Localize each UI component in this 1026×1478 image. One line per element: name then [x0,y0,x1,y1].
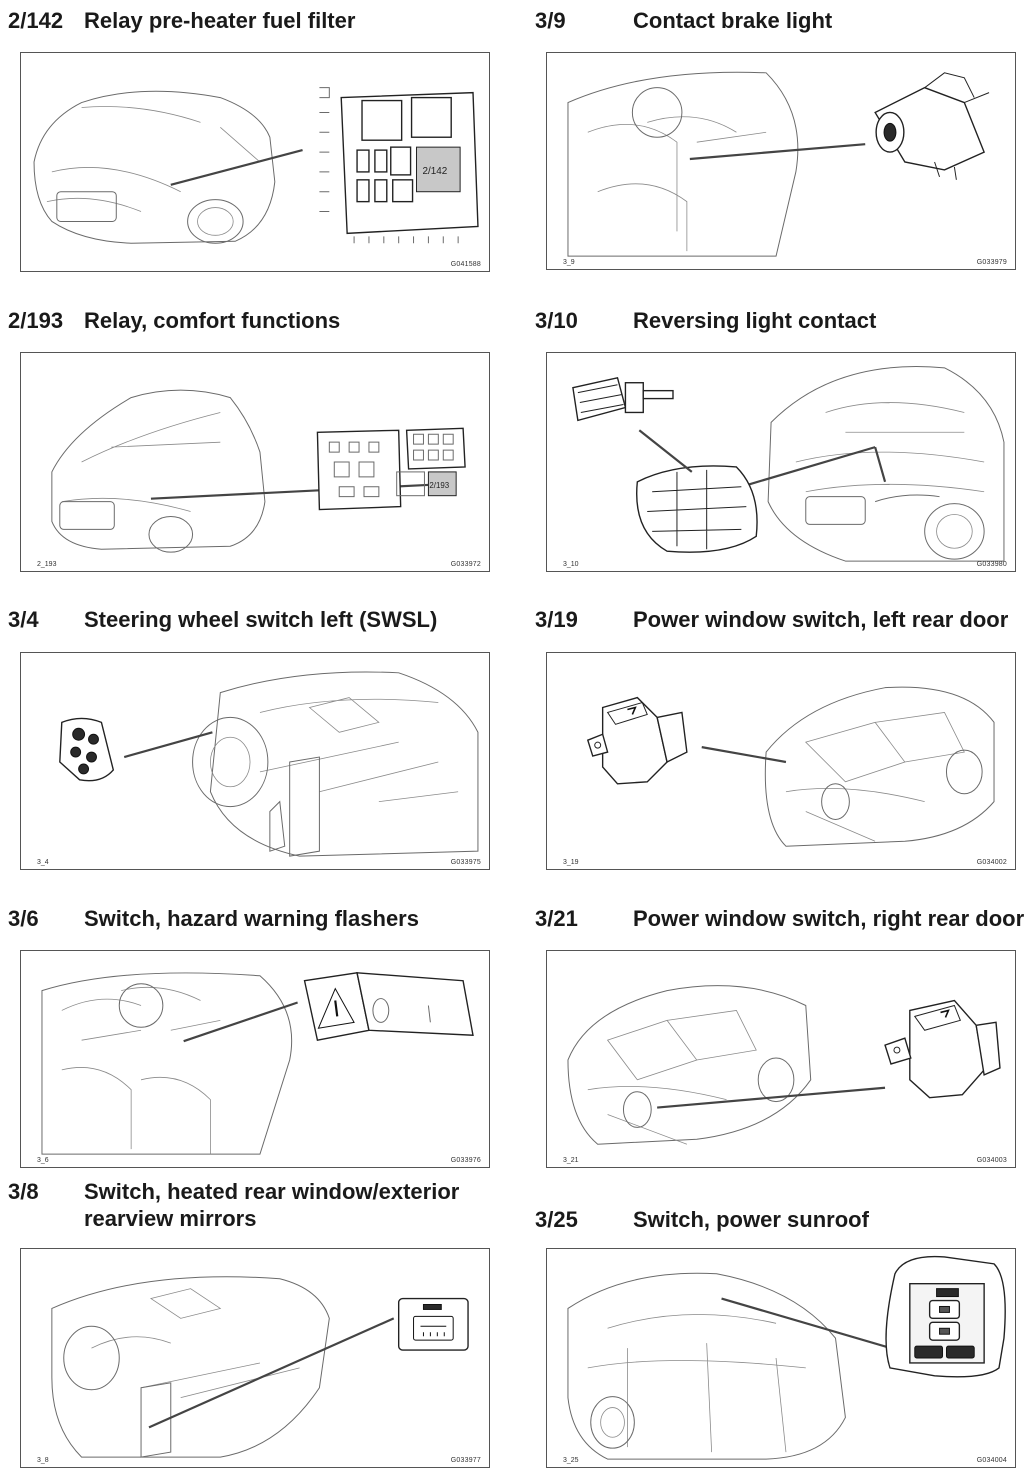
component-number: 3/6 [8,906,39,931]
illustration-frame: 2/193 2_193 G033972 [20,352,490,572]
image-code: G033975 [450,859,481,866]
component-number: 2/142 [8,8,64,33]
component-number: 3/9 [535,8,566,33]
image-tag: 2_193 [37,561,57,568]
component-title: Switch, heated rear window/exterior rear… [84,1179,460,1231]
component-number: 3/25 [535,1207,578,1232]
component-number: 3/4 [8,607,39,632]
image-code: G033976 [450,1157,481,1164]
illustration-frame: 3_4 G033975 [20,652,490,870]
illustration-frame: 3_19 G034002 [546,652,1016,870]
image-tag: 3_6 [37,1157,49,1164]
image-tag: 3_19 [563,859,579,866]
left-rear-window-switch-illustration [586,686,995,847]
component-title: Reversing light contact [633,308,877,333]
illustration-frame: 3_6 G033976 [20,950,490,1168]
illustration-frame: 2/142 G041588 [20,52,490,272]
image-code: G033972 [450,561,481,568]
illustration-frame: 3_9 G033979 [546,52,1016,270]
component-title: Contact brake light [633,8,833,33]
component-number: 3/10 [535,308,578,333]
image-tag: 3_4 [37,859,49,866]
image-code: G033977 [450,1457,481,1464]
image-code: G034004 [976,1457,1007,1464]
highlighted-relay-label: 2/193 [429,481,449,490]
component-title: Switch, power sunroof [633,1207,869,1232]
component-title: Relay pre-heater fuel filter [84,8,356,33]
relay-box-illustration: 2/193 [51,389,466,553]
reversing-light-contact-illustration [572,366,1005,562]
component-title: Relay, comfort functions [84,308,341,333]
image-code: G041588 [450,261,481,268]
image-tag: 3_25 [563,1457,579,1464]
left-column: 2/142 Relay pre-heater fuel filter [8,8,490,1468]
image-tag: 3_9 [563,259,575,266]
image-tag: 3_8 [37,1457,49,1464]
component-number: 3/21 [535,906,578,931]
right-rear-window-switch-illustration [567,985,1001,1145]
image-tag: 3_10 [563,561,579,568]
image-tag: 3_21 [563,1157,579,1164]
image-code: G033979 [976,259,1007,266]
highlighted-relay-label: 2/142 [422,166,447,177]
component-number: 2/193 [8,308,64,333]
heated-rear-window-switch-illustration [51,1276,469,1458]
illustration-frame: 3_21 G034003 [546,950,1016,1168]
component-title: Power window switch, left rear door [633,607,1009,632]
illustration-frame: 3_25 G034004 [546,1248,1016,1468]
steering-wheel-switch-illustration [59,671,479,857]
component-title: Power window switch, right rear door [633,906,1025,931]
illustration-frame: 3_10 G033980 [546,352,1016,572]
image-code: G034003 [976,1157,1007,1164]
image-code: G033980 [976,561,1007,568]
sunroof-switch-illustration [567,1255,1006,1460]
image-code: G034002 [976,859,1007,866]
brake-light-contact-illustration [567,71,990,257]
relay-fuse-box-illustration: 2/142 [33,87,479,244]
hazard-switch-illustration [41,972,474,1155]
component-number: 3/19 [535,607,578,632]
right-column: 3/9 Contact brake light 3_9 G033979 3/10… [513,0,1026,1478]
component-title: Switch, hazard warning flashers [84,906,419,931]
component-title: Steering wheel switch left (SWSL) [84,607,438,632]
illustration-frame: 3_8 G033977 [20,1248,490,1468]
component-number: 3/8 [8,1179,39,1204]
